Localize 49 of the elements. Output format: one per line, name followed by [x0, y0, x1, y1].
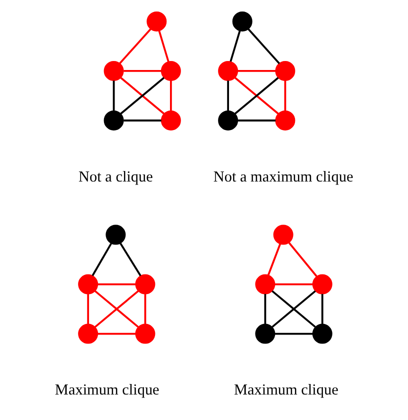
- connector: [237, 120, 276, 122]
- node-circle: [218, 110, 238, 130]
- label: Maximum clique: [54, 382, 159, 399]
- connector: [158, 30, 169, 62]
- connector: [144, 294, 146, 324]
- connector: [123, 70, 161, 72]
- node-circle: [312, 324, 332, 344]
- connector: [97, 332, 136, 335]
- connector: [271, 290, 316, 328]
- connector: [237, 70, 276, 72]
- node-circle: [254, 274, 275, 294]
- label: Not a clique: [78, 168, 152, 186]
- node-circle: [274, 110, 295, 130]
- node-circle: [134, 274, 155, 294]
- node-circle: [146, 11, 166, 32]
- node-circle: [160, 60, 180, 81]
- connector: [320, 294, 323, 324]
- connector: [118, 28, 151, 64]
- node-circle: [254, 324, 275, 344]
- connector: [123, 120, 161, 122]
- node-circle: [103, 60, 124, 81]
- connector: [119, 242, 141, 276]
- connector: [264, 294, 266, 324]
- connector: [266, 244, 281, 276]
- node-circle: [78, 324, 98, 344]
- label: Maximum clique: [233, 382, 338, 399]
- node-circle: [274, 60, 295, 81]
- connector: [229, 30, 240, 62]
- node-circle: [160, 110, 180, 130]
- node-circle: [232, 11, 252, 32]
- label: Not a maximum clique: [212, 168, 353, 186]
- connector: [112, 80, 114, 111]
- connector: [288, 242, 317, 277]
- node-circle: [312, 274, 332, 294]
- connector: [97, 283, 136, 286]
- node-circle: [103, 110, 124, 130]
- connector: [91, 243, 112, 276]
- node-circle: [105, 224, 126, 245]
- connector: [274, 332, 312, 335]
- connector: [274, 283, 312, 286]
- node-circle: [272, 224, 293, 245]
- connector: [284, 80, 286, 111]
- connector: [247, 28, 280, 64]
- connector: [226, 80, 229, 111]
- node-circle: [218, 60, 238, 81]
- connector: [169, 80, 172, 111]
- node-circle: [78, 274, 98, 294]
- node-circle: [134, 324, 155, 344]
- connector: [86, 294, 89, 324]
